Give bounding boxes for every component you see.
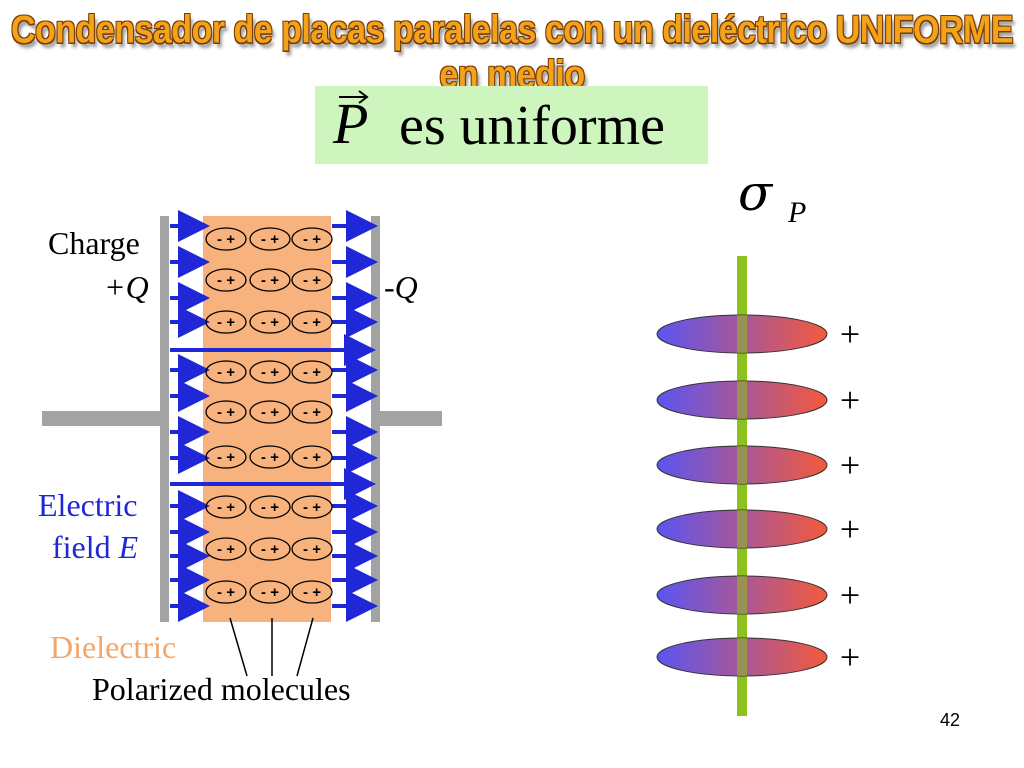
- rod-segment: [737, 576, 747, 614]
- svg-text:- +: - +: [261, 584, 279, 601]
- polarized-molecule: - +: [291, 310, 333, 334]
- page-number: 42: [940, 710, 961, 730]
- svg-text:- +: - +: [261, 231, 279, 248]
- dipole-ellipse: [656, 509, 828, 549]
- svg-text:- +: - +: [303, 541, 321, 558]
- dipole-ellipse: [656, 314, 828, 354]
- svg-text:- +: - +: [217, 231, 235, 248]
- surface-rod: [737, 256, 747, 716]
- sigma-subscript: P: [788, 196, 807, 229]
- polarized-molecule: - +: [205, 445, 247, 469]
- polarized-molecule: - +: [249, 537, 291, 561]
- rod-segment: [737, 446, 747, 484]
- polarized-molecule: - +: [249, 310, 291, 334]
- slide-title: Condensador de placas paralelas con un d…: [10, 8, 1014, 97]
- polarized-molecule: - +: [249, 360, 291, 384]
- field-word: field: [52, 529, 111, 565]
- rod-segment: [737, 381, 747, 419]
- polarized-molecule: - +: [205, 360, 247, 384]
- svg-text:- +: - +: [303, 584, 321, 601]
- rod-segment: [737, 315, 747, 353]
- field-label: field E: [52, 530, 138, 564]
- polarized-molecule: - +: [249, 445, 291, 469]
- svg-text:- +: - +: [261, 272, 279, 289]
- sigma-symbol: σ: [738, 164, 773, 222]
- dielectric-label: Dielectric: [50, 629, 177, 665]
- surface-charge-plus: +: [840, 314, 860, 354]
- pointer-line: [229, 617, 248, 677]
- dielectric-slab: [203, 216, 331, 622]
- polarized-molecule: - +: [249, 268, 291, 292]
- surface-charge-plus: +: [840, 509, 860, 549]
- polarized-molecule: - +: [205, 268, 247, 292]
- dipole-ellipse: [656, 637, 828, 677]
- polarized-molecule: - +: [205, 495, 247, 519]
- svg-text:- +: - +: [261, 499, 279, 516]
- surface-charge-plus: +: [840, 575, 860, 615]
- polarized-molecules-label: Polarized molecules: [92, 671, 351, 707]
- left-lead: [42, 411, 160, 426]
- polarized-molecule: - +: [291, 227, 333, 251]
- polarization-symbol: P: [333, 91, 369, 156]
- polarized-molecule: - +: [291, 495, 333, 519]
- polarized-molecule: - +: [249, 580, 291, 604]
- polarized-molecule: - +: [205, 400, 247, 424]
- svg-text:- +: - +: [261, 449, 279, 466]
- svg-text:- +: - +: [217, 364, 235, 381]
- polarized-molecule: - +: [249, 495, 291, 519]
- svg-text:- +: - +: [303, 499, 321, 516]
- polarized-molecule: - +: [291, 580, 333, 604]
- rod-segment: [737, 510, 747, 548]
- surface-charge-plus: +: [840, 445, 860, 485]
- polarized-molecule: - +: [205, 580, 247, 604]
- pointer-line: [296, 617, 314, 677]
- svg-text:- +: - +: [217, 314, 235, 331]
- svg-text:- +: - +: [303, 272, 321, 289]
- surface-charge-plus: +: [840, 637, 860, 677]
- minus-q-label: -Q: [384, 269, 418, 305]
- left-plate: [160, 216, 169, 622]
- svg-text:- +: - +: [217, 404, 235, 421]
- electric-label: Electric: [38, 487, 138, 523]
- svg-text:- +: - +: [303, 314, 321, 331]
- surface-charge-plus: +: [840, 380, 860, 420]
- charge-label: Charge: [48, 225, 140, 261]
- polarized-molecule: - +: [205, 310, 247, 334]
- plus-q-label: +Q: [104, 269, 149, 305]
- polarized-molecule: - +: [205, 537, 247, 561]
- svg-text:- +: - +: [217, 584, 235, 601]
- polarized-molecule: - +: [205, 227, 247, 251]
- polarized-molecule: - +: [291, 268, 333, 292]
- svg-text:- +: - +: [303, 231, 321, 248]
- polarized-molecule: - +: [291, 537, 333, 561]
- svg-text:- +: - +: [261, 404, 279, 421]
- dipole-ellipse: [656, 445, 828, 485]
- svg-text:- +: - +: [303, 404, 321, 421]
- svg-text:- +: - +: [303, 449, 321, 466]
- svg-text:- +: - +: [261, 364, 279, 381]
- field-symbol: E: [118, 529, 139, 565]
- dipole-ellipse: [656, 380, 828, 420]
- svg-text:- +: - +: [303, 364, 321, 381]
- svg-text:- +: - +: [261, 541, 279, 558]
- vector-arrow-icon: [339, 90, 369, 104]
- dipole-ellipse: [656, 575, 828, 615]
- right-plate: [371, 216, 380, 622]
- polarization-box: P es uniforme: [315, 86, 708, 164]
- polarized-molecule: - +: [249, 227, 291, 251]
- polarized-molecule: - +: [291, 360, 333, 384]
- right-lead: [380, 411, 442, 426]
- polarization-text: es uniforme: [399, 95, 665, 157]
- polarized-molecule: - +: [249, 400, 291, 424]
- capacitor-diagram: - + - + - + - + - + - + - + - + - + - + - + - + - + -…: [42, 210, 442, 677]
- polarized-molecule: - +: [291, 445, 333, 469]
- svg-text:- +: - +: [217, 499, 235, 516]
- svg-text:- +: - +: [261, 314, 279, 331]
- polarized-molecule: - +: [291, 400, 333, 424]
- svg-text:- +: - +: [217, 541, 235, 558]
- svg-text:- +: - +: [217, 449, 235, 466]
- svg-text:- +: - +: [217, 272, 235, 289]
- rod-segment: [737, 638, 747, 676]
